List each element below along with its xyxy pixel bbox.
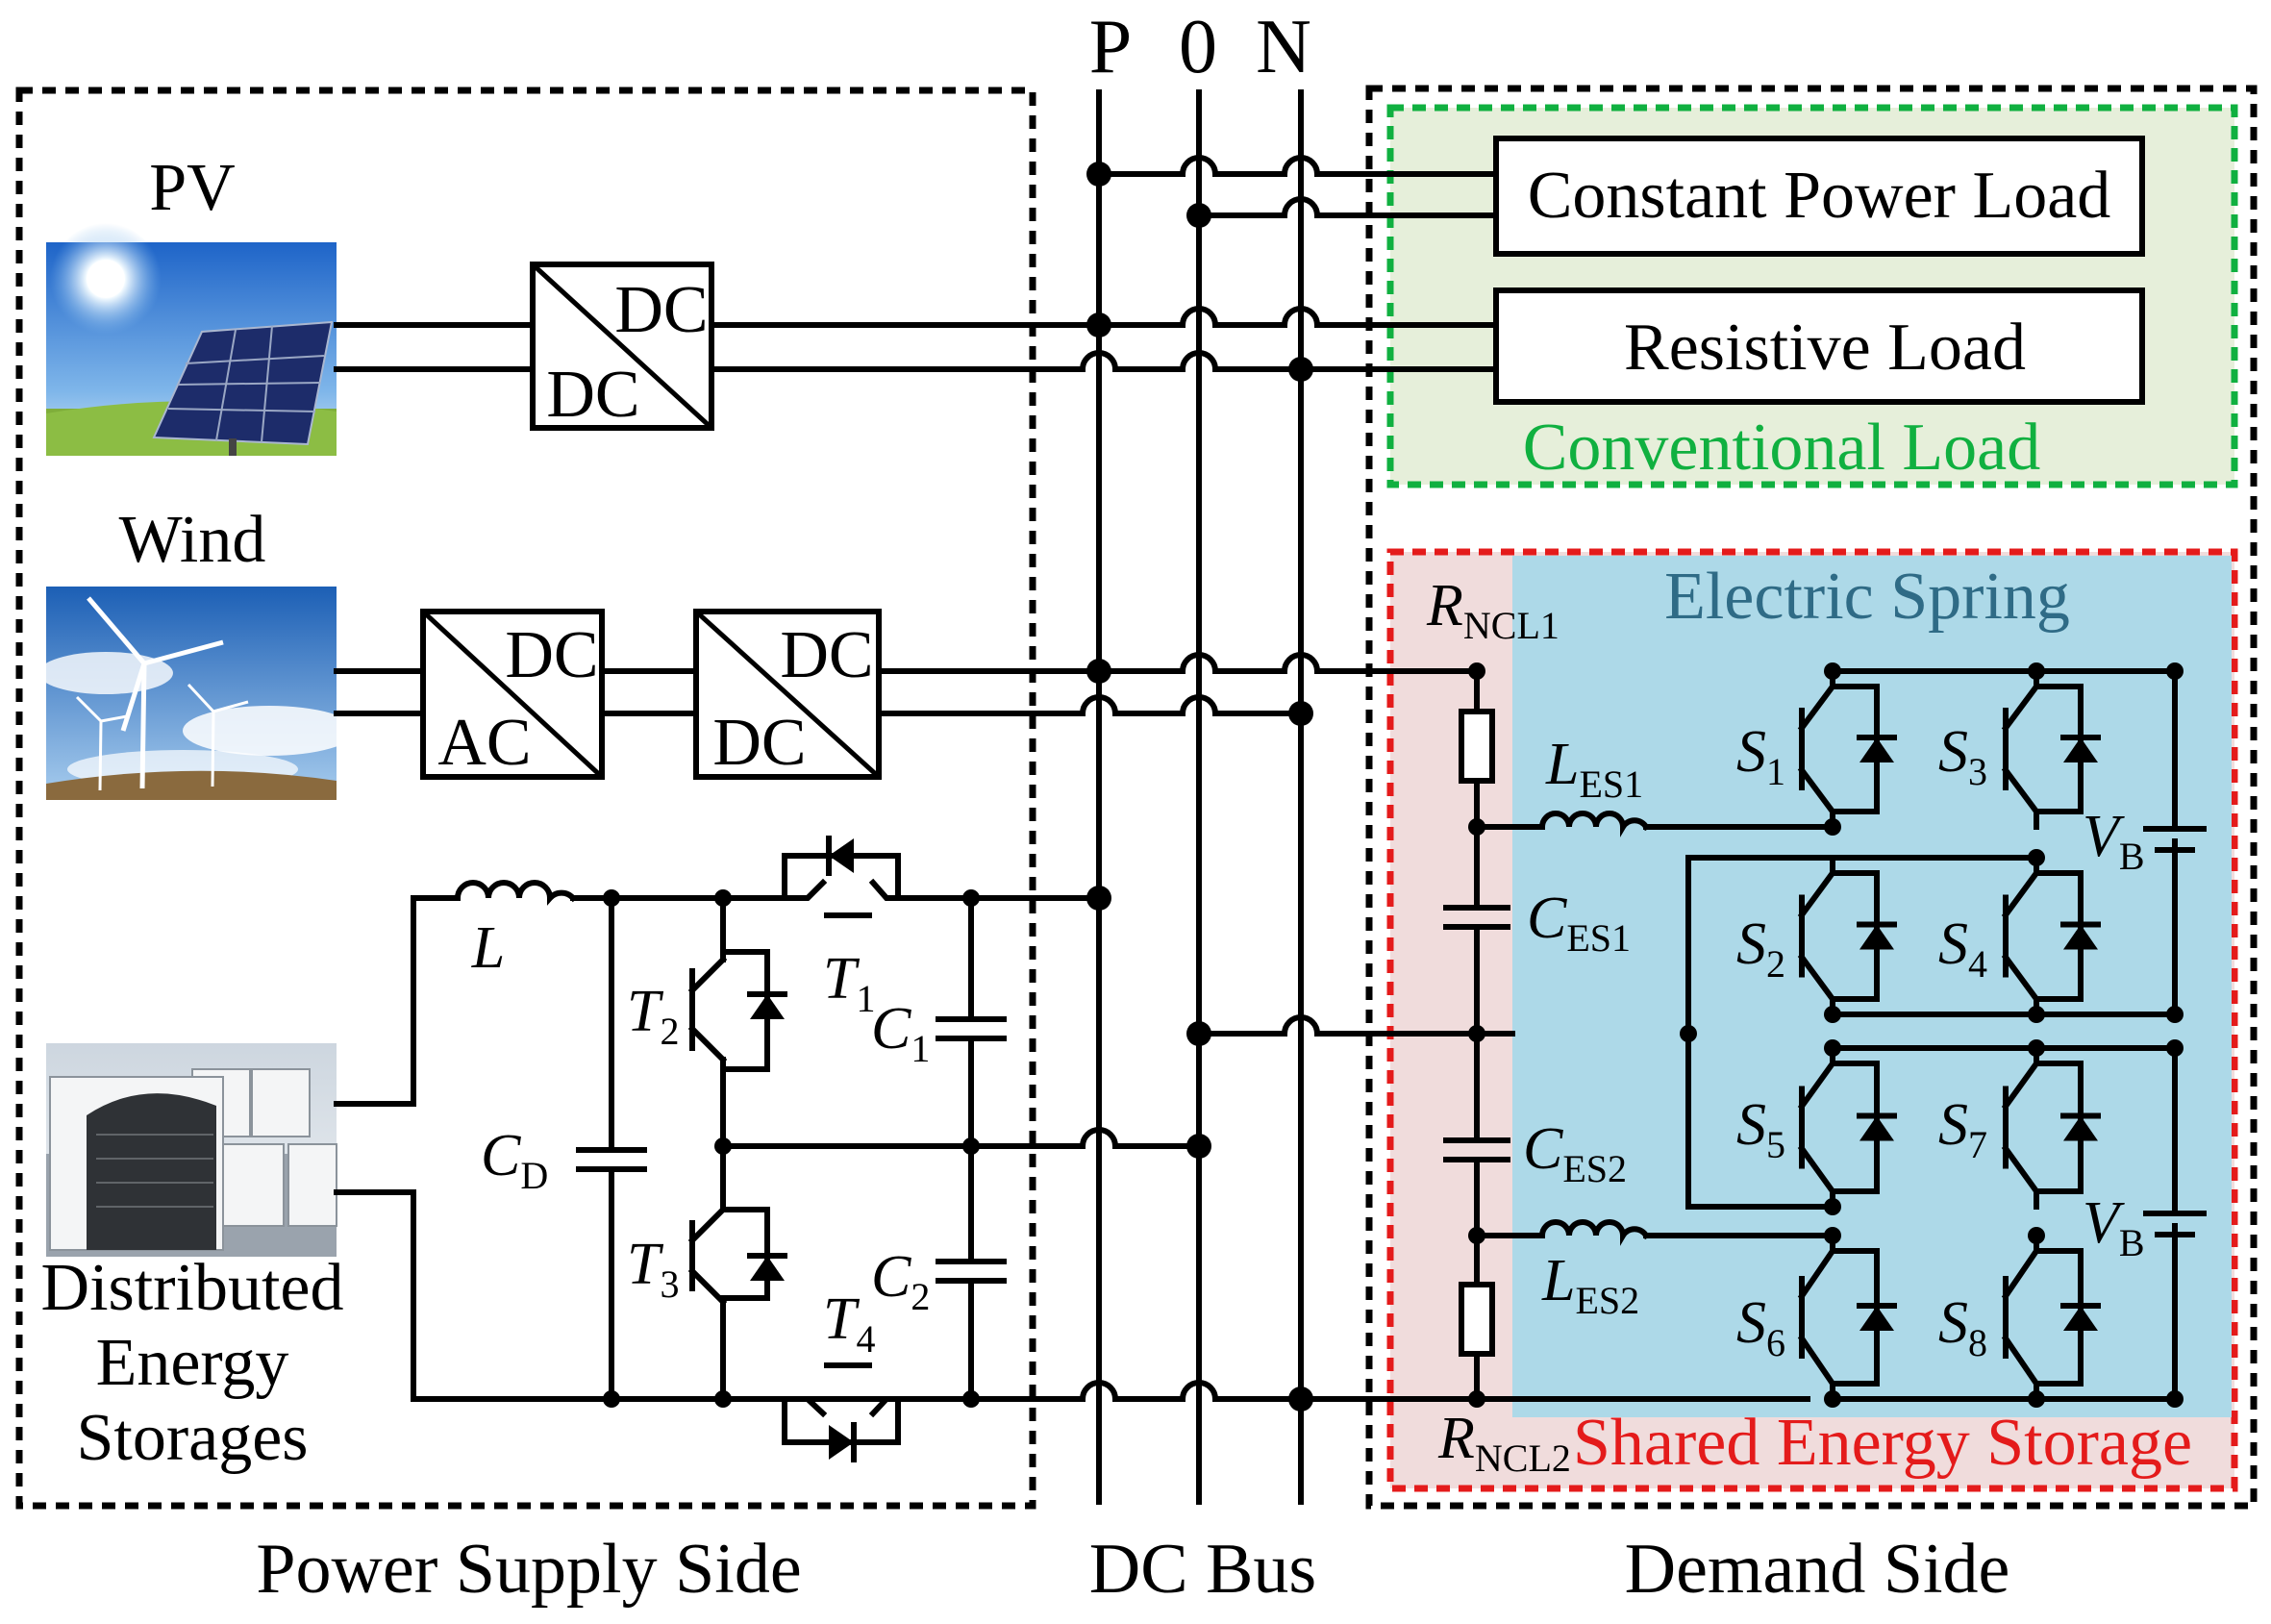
ces2-label: CES2 <box>1523 1116 1627 1190</box>
pv-panel-image <box>46 223 337 456</box>
capacitor-c1 <box>936 895 1007 1264</box>
s3-label: S3 <box>1938 719 1987 793</box>
demand-side-box <box>1365 85 2258 1510</box>
switch-s3 <box>2001 668 2101 830</box>
wind-converter-top-label: DC <box>780 618 873 692</box>
switch-s6 <box>1797 1233 1897 1402</box>
power-supply-side-title: Power Supply Side <box>256 1530 801 1609</box>
dc-bus-lines <box>1096 89 1304 1505</box>
shared-energy-storage-title: Shared Energy Storage <box>1573 1406 2192 1480</box>
demand-side-title: Demand Side <box>1625 1530 2010 1609</box>
inductor-les1 <box>1538 811 1651 837</box>
igbt-t2 <box>687 949 787 1072</box>
igbt-t1-label: T1 <box>823 946 875 1020</box>
igbt-t3 <box>687 1205 787 1307</box>
battery-vb-top <box>2143 819 2207 853</box>
s6-label: S6 <box>1736 1290 1785 1364</box>
rncl2-label: RNCL2 <box>1437 1406 1571 1480</box>
bus-p-label: P <box>1089 5 1133 89</box>
rncl1-label: RNCL1 <box>1426 573 1560 647</box>
constant-power-load: Constant Power Load <box>1493 136 2145 257</box>
constant-power-load-label: Constant Power Load <box>1528 159 2111 233</box>
wind-label: Wind <box>119 503 266 577</box>
capacitor-c2-label: C2 <box>871 1244 930 1318</box>
conventional-load-title: Conventional Load <box>1523 411 2041 485</box>
s4-label: S4 <box>1938 912 1987 986</box>
h-bridge-switches <box>1797 668 2101 1402</box>
inductor-l-label: L <box>471 915 505 981</box>
vb-bottom-label: VB <box>2083 1190 2145 1264</box>
les1-label: LES1 <box>1545 732 1643 806</box>
resistive-load: Resistive Load <box>1493 287 2145 405</box>
igbt-t3-label: T3 <box>627 1232 679 1306</box>
capacitor-cd <box>576 895 647 1402</box>
s5-label: S5 <box>1736 1092 1785 1166</box>
wind-converter-bottom-label: DC <box>712 706 806 780</box>
capacitor-cd-label: CD <box>481 1123 548 1197</box>
electric-spring-title: Electric Spring <box>1664 560 2070 634</box>
power-supply-side-box <box>15 87 1036 1510</box>
les2-label: LES2 <box>1541 1248 1639 1322</box>
wind-dc-dc-converter: DC DC <box>693 609 882 780</box>
inductor-l <box>454 880 578 906</box>
pv-converter-top-label: DC <box>614 273 708 347</box>
s1-label: S1 <box>1736 719 1785 793</box>
wind-rectifier-bottom-label: AC <box>437 706 531 780</box>
electric-spring-region <box>1512 556 2232 1417</box>
resistor-rncl2 <box>1459 1282 1495 1357</box>
ces1-label: CES1 <box>1527 886 1631 960</box>
pv-converter-bottom-label: DC <box>546 358 639 432</box>
storage-label-line2: Energy <box>96 1326 289 1400</box>
vb-top-label: VB <box>2083 804 2145 878</box>
storage-label-line1: Distributed <box>41 1251 344 1325</box>
wind-turbine-image <box>38 587 356 800</box>
igbt-t4 <box>782 1362 974 1462</box>
bus-zero-label: 0 <box>1179 5 1217 89</box>
resistor-rncl1 <box>1459 709 1495 784</box>
wind-rectifier-top-label: DC <box>505 618 598 692</box>
s8-label: S8 <box>1938 1290 1987 1364</box>
igbt-t1 <box>782 836 974 918</box>
capacitor-c2 <box>936 1259 1007 1402</box>
s7-label: S7 <box>1938 1092 1987 1166</box>
igbt-t2-label: T2 <box>627 979 679 1053</box>
switch-s7 <box>2001 1045 2101 1210</box>
bus-n-label: N <box>1256 5 1311 89</box>
resistive-load-label: Resistive Load <box>1624 311 2026 385</box>
storage-label-line3: Storages <box>76 1401 308 1475</box>
battery-vb-bottom <box>2143 1204 2207 1237</box>
dc-bus-title: DC Bus <box>1089 1530 1316 1609</box>
s2-label: S2 <box>1736 912 1785 986</box>
pv-dc-dc-converter: DC DC <box>530 262 714 432</box>
wind-ac-dc-rectifier: DC AC <box>420 609 605 780</box>
shared-energy-storage-region <box>1386 548 2238 1492</box>
pv-label: PV <box>149 151 235 225</box>
energy-storage-image <box>46 1043 337 1257</box>
capacitor-c1-label: C1 <box>871 996 930 1070</box>
igbt-t4-label: T4 <box>823 1287 875 1361</box>
switch-s8 <box>2001 1233 2101 1402</box>
inductor-les2 <box>1538 1219 1651 1246</box>
